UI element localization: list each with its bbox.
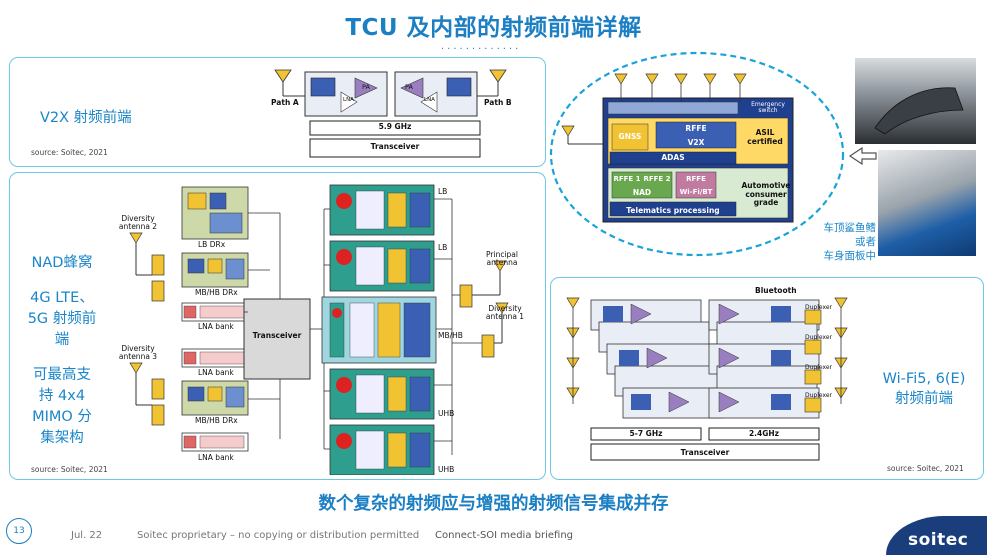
tcu-wifi-bt-label: Wi-Fi/BT [679, 188, 713, 196]
wifi-panel-label: Wi-Fi5, 6(E) 射频前端 [869, 370, 979, 409]
v2x-source: source: Soitec, 2021 [31, 148, 108, 157]
wifi-diagram [566, 297, 848, 461]
tcu-adas-label: ADAS [661, 153, 685, 162]
v2x-lna-label-a: LNA [343, 97, 354, 103]
pa-module-lb1 [329, 184, 435, 236]
v2x-path-a: Path A [271, 98, 299, 107]
arrow-left-icon [848, 146, 878, 170]
wifi-bluetooth-label: Bluetooth [755, 286, 797, 295]
wifi-freq-5-7-label: 5-7 GHz [629, 429, 663, 438]
nad-source: source: Soitec, 2021 [31, 465, 108, 474]
band-label-lb-2: LB [438, 243, 448, 252]
band-label-lb-1: LB [438, 187, 448, 196]
footer-date: Jul. 22 [71, 530, 103, 541]
nad-panel-text: NAD蜂窝 4G LTE、 5G 射频前 端 可最高支 持 4x4 MIMO 分… [16, 253, 108, 449]
lna-bank-label-bottom: LNA bank [198, 453, 234, 462]
nad-text-line-2: 4G LTE、 [30, 290, 94, 307]
shark-fin-antenna-photo [855, 58, 976, 144]
diversity-antenna-2-label: Diversity antenna 2 [118, 214, 158, 232]
nad-text-line-5: 可最高支 [33, 367, 91, 384]
bottom-statement: 数个复杂的射频应与增强的射频信号集成并存 [318, 494, 669, 514]
diversity-antenna-3-label: Diversity antenna 3 [118, 344, 158, 362]
nad-diagram [129, 184, 509, 475]
nad-text-line-6: 持 4x4 [38, 388, 86, 405]
v2x-path-b: Path B [484, 98, 512, 107]
v2x-pa-label-b: PA [405, 83, 413, 91]
wifi-freq-24-label: 2.4GHz [748, 429, 780, 438]
lna-bank-label-top: LNA bank [198, 322, 234, 331]
tcu-rffe-wifi-label: RFFE [686, 175, 706, 183]
v2x-lna-label-b: LNA [424, 97, 435, 103]
nad-text-line-1: NAD蜂窝 [31, 255, 93, 271]
tcu-rffe-label: RFFE [685, 124, 707, 133]
soitec-logo-text: soitec [908, 530, 969, 550]
wifi-duplexer-label-1: Duplexer [805, 304, 833, 311]
v2x-transceiver-label: Transceiver [370, 142, 420, 151]
pa-module-mbhb [321, 296, 437, 364]
band-label-uhb-2: UHB [438, 465, 455, 474]
page-number-badge: 13 [6, 518, 32, 544]
car-caption-line-3: 车身面板中 [823, 250, 877, 263]
wifi-transceiver-label: Transceiver [680, 448, 730, 457]
tcu-automotive-label: Automotive consumer grade [741, 181, 791, 208]
footer-proprietary: Soitec proprietary – no copying or distr… [137, 530, 420, 541]
wifi-label-line-1: Wi-Fi5, 6(E) [882, 371, 966, 387]
mbhb-drx-label-top: MB/HB DRx [195, 288, 238, 297]
pa-module-uhb1 [329, 368, 435, 420]
wifi-source: source: Soitec, 2021 [887, 464, 964, 473]
v2x-panel-label: V2X 射频前端 [40, 110, 132, 126]
v2x-diagram [274, 69, 507, 158]
diversity-antenna-1-label: Diversity antenna 1 [485, 304, 525, 322]
tcu-gnss-label: GNSS [618, 132, 642, 141]
tcu-rffe1-label: RFFE 1 [613, 175, 641, 183]
v2x-pa-label-a: PA [362, 83, 370, 91]
wifi-duplexer-label-3: Duplexer [805, 364, 833, 371]
nad-text-line-3: 5G 射频前 [27, 311, 97, 328]
wifi-5g-modules [590, 299, 726, 419]
tcu-nad-label: NAD [632, 188, 652, 197]
wifi-24g-modules [708, 299, 820, 419]
wifi-label-line-2: 射频前端 [895, 390, 953, 407]
title-dots-divider: ············· [441, 44, 522, 55]
car-caption-line-2: 或者 [855, 236, 876, 249]
wifi-panel: Bluetooth Duplexer Duplexer Duplexer Dup… [550, 277, 984, 480]
car-caption-line-1: 车顶鲨鱼鳍 [823, 222, 877, 234]
pa-module-lb2 [329, 240, 435, 292]
tcu-dashed-ellipse [549, 51, 845, 257]
mbhb-drx-label-bottom: MB/HB DRx [195, 416, 238, 425]
v2x-freq-label: 5.9 GHz [378, 122, 412, 131]
footer-briefing: Connect-SOI media briefing [435, 530, 574, 541]
nad-text-line-7: MIMO 分 [32, 409, 92, 426]
tcu-asil-label: ASIL certified [747, 128, 783, 146]
lna-bank-label-mid: LNA bank [198, 368, 234, 377]
principal-antenna-label: Principal antenna [486, 250, 518, 268]
band-label-mbhb: MB/HB [438, 331, 463, 340]
pa-module-uhb2 [329, 424, 435, 475]
tcu-telematics-label: Telematics processing [626, 206, 720, 215]
nad-text-line-8: 集架构 [40, 430, 84, 447]
nad-text-line-4: 端 [54, 332, 70, 349]
nad-transceiver-label: Transceiver [252, 331, 302, 340]
wifi-duplexer-label-2: Duplexer [805, 334, 833, 341]
tcu-v2x-label: V2X [687, 138, 705, 147]
tcu-emergency-switch-label: Emergency switch [751, 101, 785, 114]
page-number: 13 [13, 526, 25, 536]
car-body-panel-photo [878, 150, 976, 256]
nad-panel: NAD蜂窝 4G LTE、 5G 射频前 端 可最高支 持 4x4 MIMO 分… [9, 172, 546, 480]
tcu-rffe2-label: RFFE 2 [643, 175, 671, 183]
car-caption: 车顶鲨鱼鳍 或者 车身面板中 [806, 221, 877, 264]
soitec-logo: soitec [886, 516, 987, 555]
lb-drx-label: LB DRx [198, 240, 226, 249]
band-label-uhb-1: UHB [438, 409, 455, 418]
v2x-panel: V2X 射频前端 source: Soitec, 2021 Path A Pat… [9, 57, 546, 167]
page-title: TCU 及内部的射频前端详解 [345, 15, 642, 41]
wifi-duplexer-label-4: Duplexer [805, 392, 833, 399]
antenna-icon [274, 69, 292, 83]
